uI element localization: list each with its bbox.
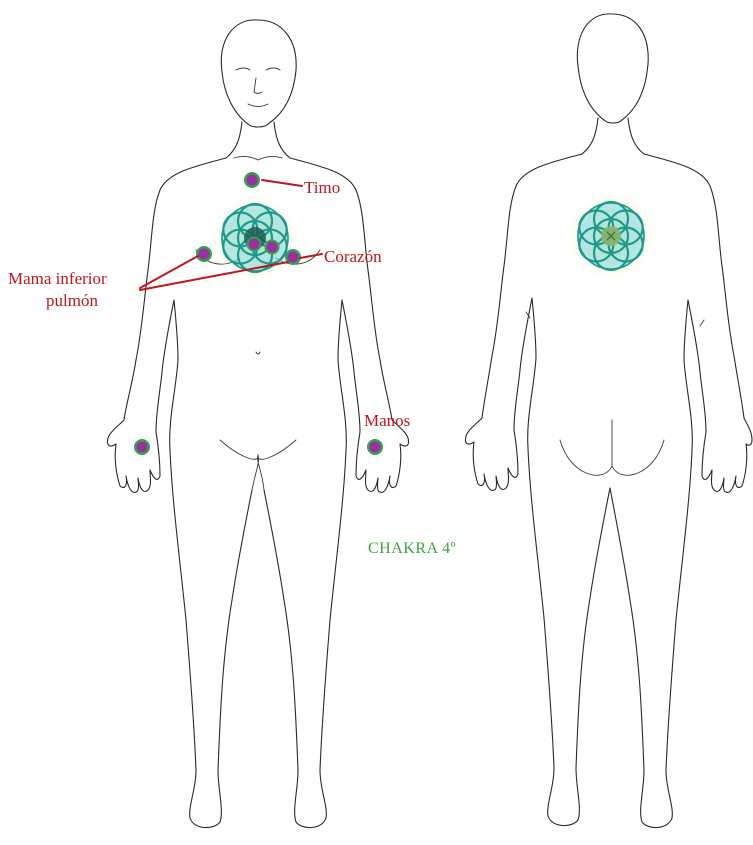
point-thymus [244, 172, 260, 188]
front-head-outline [221, 20, 296, 127]
back-shoulder-marks [526, 312, 704, 326]
front-inner-legs [252, 455, 264, 490]
front-face-features [236, 68, 280, 107]
point-heart-1 [247, 237, 262, 252]
label-lower-breast-line1: Mama inferior [8, 269, 107, 288]
leader-heart [300, 254, 322, 258]
point-hand-left [134, 439, 150, 455]
chakra-title: CHAKRA 4º [368, 540, 456, 557]
label-heart: Corazón [324, 247, 382, 266]
point-heart-2 [265, 240, 280, 255]
label-lower-breast-line2: pulmón [46, 291, 98, 310]
back-buttocks [560, 420, 664, 475]
front-navel [256, 352, 260, 354]
back-heart-chakra-icon [567, 192, 655, 280]
front-collarbone [234, 156, 282, 160]
label-hands: Manos [364, 411, 410, 430]
back-body-figure [465, 14, 752, 828]
label-thymus: Timo [304, 178, 340, 197]
point-lower-breast-left [196, 246, 212, 262]
back-head-outline [577, 14, 648, 123]
point-hand-right [367, 439, 383, 455]
leader-thymus [262, 180, 302, 186]
